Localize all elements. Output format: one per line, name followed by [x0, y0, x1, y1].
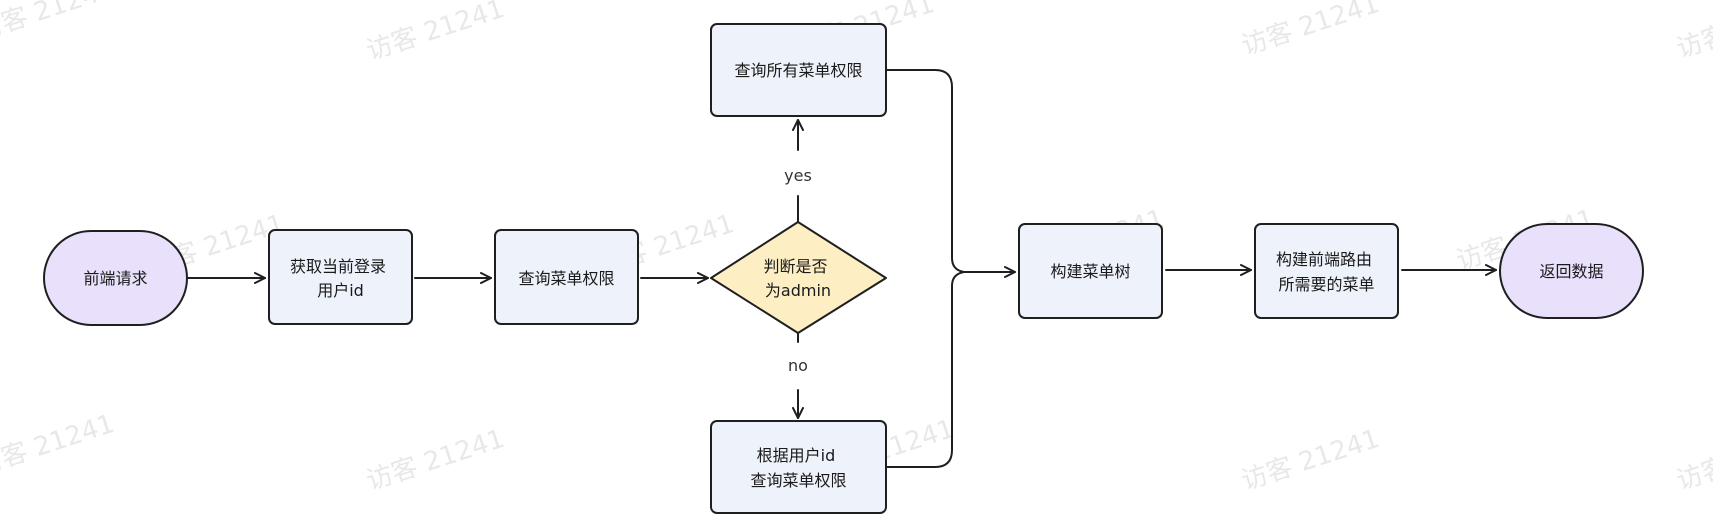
- node-label-line: 返回数据: [1539, 262, 1603, 281]
- watermark: 访客 21241: [363, 0, 508, 67]
- node-label-line: 查询所有菜单权限: [734, 61, 862, 80]
- terminal-shape: [43, 230, 188, 326]
- node-label-line: 构建菜单树: [1050, 262, 1130, 281]
- node-label-line: 查询菜单权限: [518, 269, 614, 288]
- process-shape: [710, 420, 887, 514]
- process-shape: [1254, 223, 1399, 319]
- watermark: 访客 21241: [1673, 0, 1713, 65]
- node-label: 构建菜单树: [1050, 262, 1130, 281]
- node-label-line: 构建前端路由: [1276, 250, 1372, 269]
- node-label: 构建前端路由 所需要的菜单: [1276, 250, 1377, 294]
- watermark: 访客 21241: [0, 409, 118, 482]
- node-build-tree: 构建菜单树: [1018, 223, 1163, 319]
- node-label-line: 前端请求: [83, 269, 147, 288]
- watermark: 访客 21241: [0, 0, 118, 47]
- watermark: 访客 21241: [1673, 424, 1713, 497]
- watermark: 访客 21241: [1238, 0, 1383, 62]
- decision-shape: [710, 221, 887, 334]
- node-label-line: 查询菜单权限: [750, 471, 846, 490]
- node-build-route: 构建前端路由 所需要的菜单: [1254, 223, 1399, 319]
- watermark: 访客 21241: [1238, 424, 1383, 497]
- process-shape: [710, 23, 887, 117]
- node-label: 获取当前登录 用户id: [290, 257, 391, 300]
- node-label-line: 判断是否: [763, 257, 827, 276]
- node-label-line: 用户id: [317, 281, 364, 300]
- node-label: 查询菜单权限: [518, 269, 614, 288]
- node-is-admin: 判断是否 为admin: [710, 221, 887, 334]
- node-get-user: 获取当前登录 用户id: [268, 229, 413, 325]
- node-query-by-user: 根据用户id 查询菜单权限: [710, 420, 887, 514]
- node-end: 返回数据: [1499, 223, 1644, 319]
- process-shape: [494, 229, 639, 325]
- node-label-line: 所需要的菜单: [1278, 275, 1374, 294]
- edge-label-no: no: [788, 356, 808, 375]
- node-label: 返回数据: [1539, 262, 1603, 281]
- node-query-perm: 查询菜单权限: [494, 229, 639, 325]
- node-label-line: 为admin: [765, 281, 831, 300]
- node-label: 根据用户id 查询菜单权限: [750, 446, 846, 490]
- node-label-line: 获取当前登录: [290, 257, 386, 276]
- edge-label-yes: yes: [784, 166, 812, 185]
- node-label: 前端请求: [83, 269, 147, 288]
- node-label: 判断是否 为admin: [763, 257, 832, 300]
- node-label-line: 根据用户id: [757, 446, 836, 465]
- node-label: 查询所有菜单权限: [734, 61, 862, 80]
- watermark: 访客 21241: [363, 424, 508, 497]
- node-start: 前端请求: [43, 230, 188, 326]
- node-query-all: 查询所有菜单权限: [710, 23, 887, 117]
- process-shape: [268, 229, 413, 325]
- connectors: [186, 69, 1497, 468]
- merge-from-query-all: [885, 69, 965, 273]
- process-shape: [1018, 223, 1163, 319]
- merge-from-query-by-user: [885, 271, 965, 468]
- terminal-shape: [1499, 223, 1644, 319]
